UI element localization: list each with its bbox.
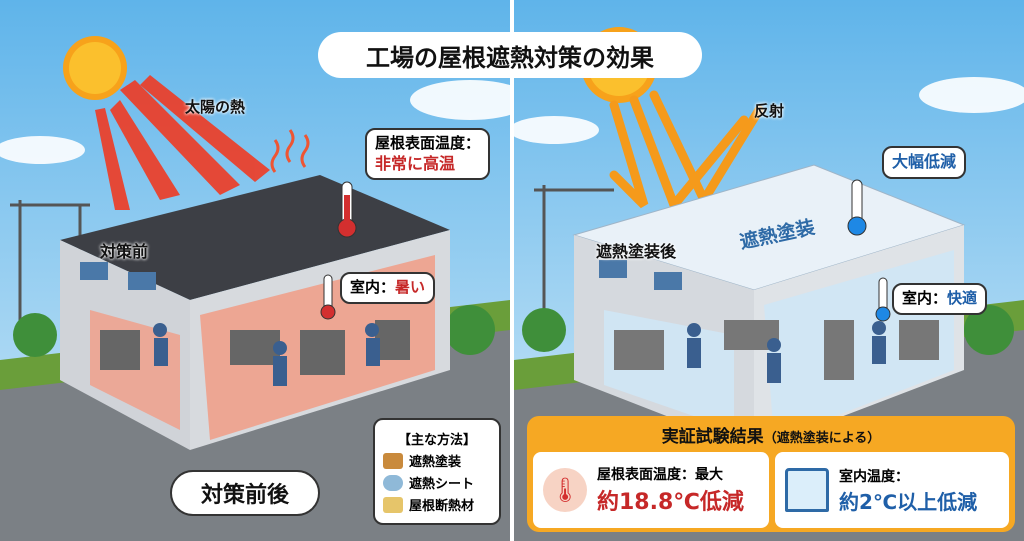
indoor-label: 室内：	[902, 289, 948, 307]
roof-result-value: 約18.8℃低減	[597, 490, 744, 515]
method-item: 屋根断熱材	[383, 495, 491, 514]
roof-temp-value: 非常に高温	[375, 153, 456, 173]
indoor-comfort-callout: 室内：快適	[892, 283, 988, 315]
results-title: 実証試験結果	[661, 427, 764, 447]
thermometer-indoor-cool-icon	[875, 277, 891, 322]
results-subtitle: （遮熱塗装による）	[763, 431, 881, 446]
method-label: 屋根断熱材	[409, 499, 475, 514]
before-illustration	[0, 0, 510, 541]
roof-result-card: 🌡 屋根表面温度：最大 約18.8℃低減	[533, 452, 769, 528]
before-building-label: 対策前	[100, 242, 149, 261]
roof-reduction-callout: 大幅低減	[882, 146, 967, 179]
method-item: 遮熱シート	[383, 473, 491, 492]
roof-result-label: 屋根表面温度：最大	[597, 467, 723, 483]
thermometer-hot-icon	[337, 181, 357, 238]
before-panel: 太陽の熱 対策前 屋根表面温度： 非常に高温 室内：暑い 対策前後 【主な方法】…	[0, 0, 510, 541]
indoor-result-value: 約2℃以上低減	[839, 489, 978, 514]
methods-box: 【主な方法】 遮熱塗装 遮熱シート 屋根断熱材	[373, 418, 501, 525]
indoor-label: 室内：	[350, 278, 396, 296]
after-panel: 反射 遮熱塗装後 遮熱塗装 大幅低減 室内：快適 実証試験結果（遮熱塗装による）…	[514, 0, 1024, 541]
sun-icon	[63, 36, 127, 100]
sun-heat-label: 太陽の熱	[185, 98, 246, 116]
method-label: 遮熱塗装	[409, 455, 462, 470]
thermometer-icon: 🌡	[543, 468, 587, 512]
indoor-value: 暑い	[395, 278, 426, 296]
thermometer-cool-icon	[847, 179, 867, 236]
house-bed-icon	[785, 468, 829, 512]
method-label: 遮熱シート	[409, 477, 475, 492]
before-after-label: 対策前後	[170, 470, 320, 516]
after-building-label: 遮熱塗装後	[596, 242, 677, 261]
insulation-icon	[383, 496, 403, 513]
sheet-roll-icon	[383, 474, 403, 491]
indoor-value: 快適	[947, 289, 978, 307]
methods-title: 【主な方法】	[397, 433, 476, 448]
heat-rays	[95, 75, 270, 210]
page-title: 工場の屋根遮熱対策の効果	[318, 32, 702, 78]
paint-brush-icon	[383, 452, 403, 469]
roof-temp-callout: 屋根表面温度： 非常に高温	[365, 128, 491, 181]
roof-temp-label: 屋根表面温度：	[375, 134, 481, 152]
indoor-result-label: 室内温度：	[839, 468, 909, 485]
method-item: 遮熱塗装	[383, 451, 491, 470]
thermometer-indoor-hot-icon	[320, 274, 336, 320]
panel-divider	[510, 0, 514, 541]
crane	[534, 185, 614, 320]
reflection-label: 反射	[754, 102, 785, 120]
results-box: 実証試験結果（遮熱塗装による） 🌡 屋根表面温度：最大 約18.8℃低減 室内温…	[527, 416, 1015, 532]
indoor-hot-callout: 室内：暑い	[340, 272, 436, 304]
indoor-result-card: 室内温度： 約2℃以上低減	[775, 452, 1009, 528]
